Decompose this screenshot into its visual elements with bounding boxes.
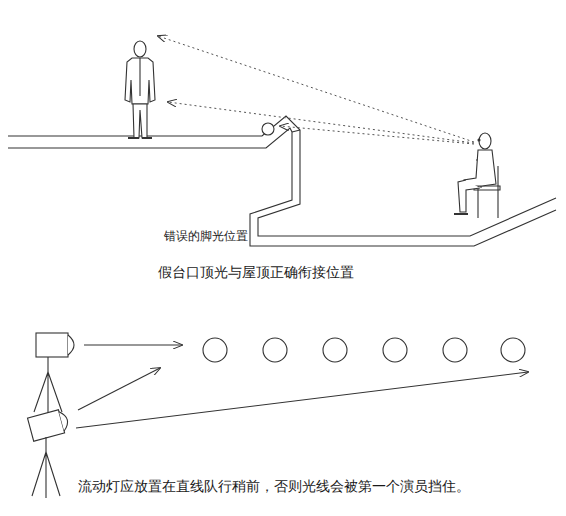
figure-caption: 假台口顶光与屋顶正确衔接位置 bbox=[158, 264, 354, 281]
standing-actor bbox=[125, 41, 155, 138]
actor-circle bbox=[203, 338, 525, 362]
spotlight bbox=[34, 333, 74, 414]
wrong-position-label: 错误的脚光位置 bbox=[164, 229, 248, 243]
spotlight bbox=[28, 408, 71, 498]
stage-section bbox=[8, 116, 556, 246]
seated-spectator bbox=[454, 133, 500, 218]
sight-line bbox=[158, 36, 474, 144]
figure-caption: 流动灯应放置在直线队行稍前，否则光线会被第一个演员挡住。 bbox=[78, 478, 470, 495]
footlight bbox=[262, 123, 274, 135]
